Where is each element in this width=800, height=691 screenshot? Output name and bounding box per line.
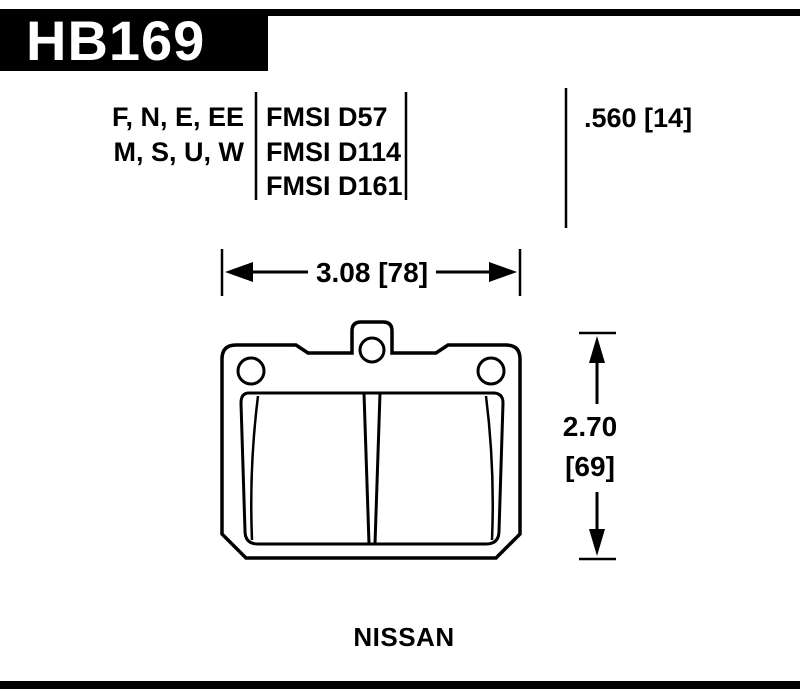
center-slot-line-right [373, 392, 382, 545]
pad-thickness-value: .560 [14] [584, 103, 693, 133]
top-rule [0, 9, 800, 16]
height-arrowhead-bottom [589, 529, 605, 556]
width-arrowhead-left [225, 262, 253, 282]
center-slot-line-left [362, 392, 371, 545]
chamfer-line-right [484, 395, 494, 541]
height-dimension-label: 2.70 [69] [545, 407, 635, 487]
compound-codes-line-2: M, S, U, W [113, 136, 245, 167]
compound-codes-line-1: F, N, E, EE [111, 102, 244, 132]
width-arrowhead-right [489, 262, 517, 282]
bottom-rule [0, 681, 800, 689]
center-tab-hole [358, 336, 386, 364]
mounting-hole-right [476, 356, 506, 386]
fmsi-list: FMSI D57 FMSI D114 FMSI D161 [266, 100, 403, 204]
width-dimension-label: 3.08 [78] [315, 257, 429, 288]
part-number-box: HB169 [0, 8, 268, 72]
part-number: HB169 [26, 8, 206, 72]
fmsi-item-2: FMSI D114 [266, 136, 402, 167]
height-arrowhead-top [589, 336, 605, 363]
fmsi-item-1: FMSI D57 [266, 102, 388, 132]
chamfer-line-left [250, 395, 260, 541]
height-dimension-inches: 2.70 [562, 411, 618, 442]
mounting-hole-left [236, 356, 266, 386]
vehicle-name: NISSAN [353, 622, 455, 652]
friction-material-outline [239, 391, 505, 546]
height-dimension-mm: [69] [565, 451, 615, 482]
compound-codes: F, N, E, EE M, S, U, W [40, 100, 244, 169]
fmsi-item-3: FMSI D161 [266, 171, 403, 201]
pad-backing-plate-outline [220, 320, 522, 560]
